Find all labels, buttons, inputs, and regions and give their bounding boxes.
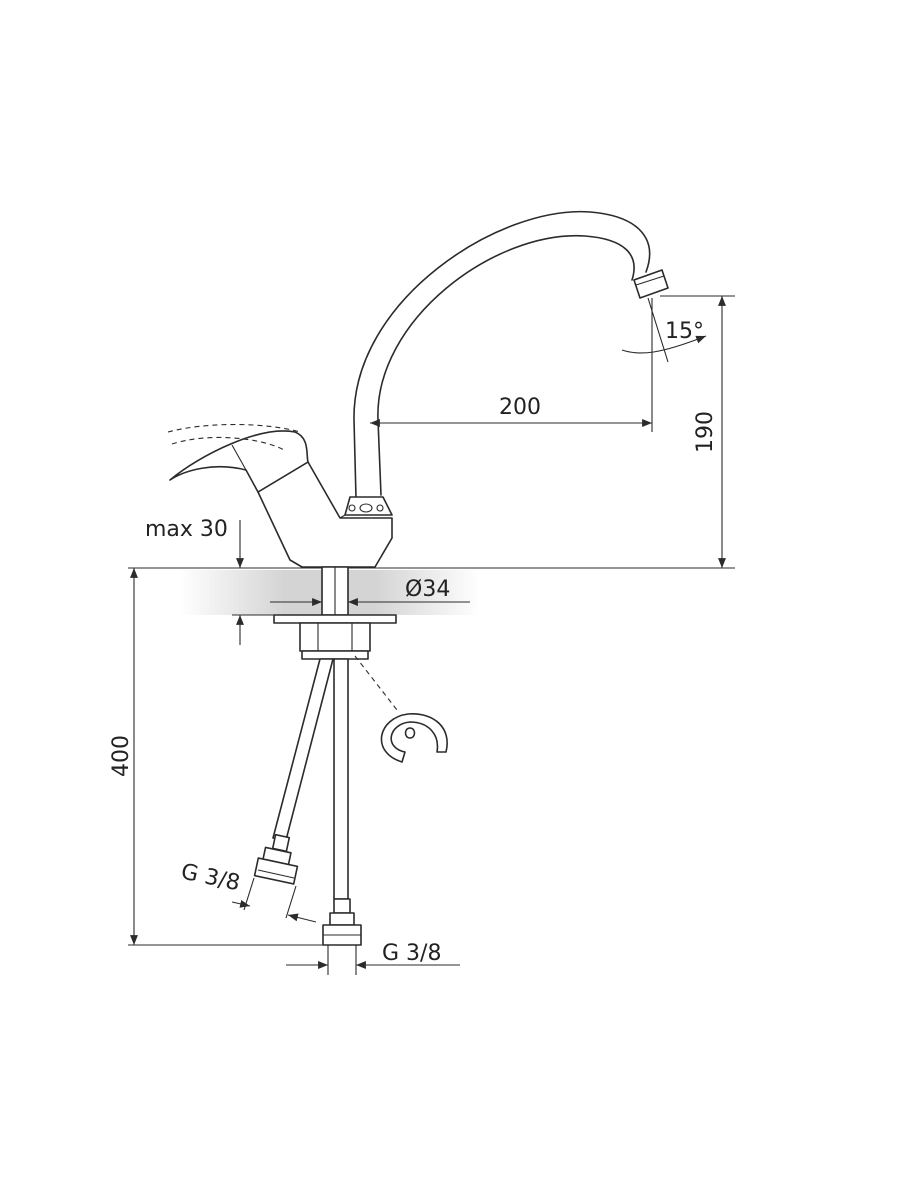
dim-spout-reach-label: 200 xyxy=(499,395,541,420)
lever-handle xyxy=(167,423,309,493)
dim-spout-reach: 200 xyxy=(370,298,653,432)
hose-right xyxy=(322,658,362,946)
dim-spout-height-label: 190 xyxy=(693,411,718,453)
mixer-body xyxy=(257,461,393,568)
dim-max-counter-thickness: max 30 xyxy=(145,517,274,645)
mounting-assembly xyxy=(273,566,397,660)
dim-hot-connection-label: G 3/8 xyxy=(179,859,242,896)
dim-cold-connection: G 3/8 xyxy=(286,941,460,975)
dim-mount-hole: Ø34 xyxy=(270,577,470,606)
dim-cold-connection-label: G 3/8 xyxy=(382,941,441,966)
spout-base-nut xyxy=(344,496,393,516)
dim-spout-angle: 15° xyxy=(621,297,707,363)
dim-hose-length: 400 xyxy=(109,568,325,946)
dim-mount-hole-label: Ø34 xyxy=(405,577,450,602)
dim-spout-height: 190 xyxy=(660,295,735,568)
hose-left xyxy=(253,658,334,885)
dim-max-counter-thickness-label: max 30 xyxy=(145,517,228,542)
dim-hose-length-label: 400 xyxy=(109,735,134,777)
retaining-clip-detail xyxy=(354,655,448,763)
spout xyxy=(353,210,669,499)
dim-spout-angle-label: 15° xyxy=(665,319,704,344)
